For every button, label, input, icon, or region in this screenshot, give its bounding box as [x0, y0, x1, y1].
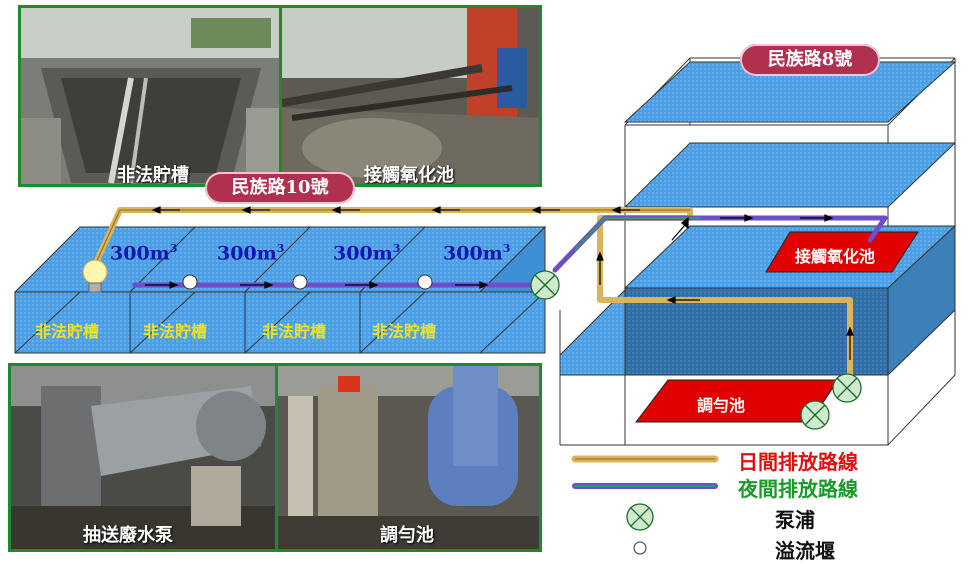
- tank-1-volume: 300m3: [110, 242, 177, 264]
- tank-4-label: 非法貯槽: [372, 318, 436, 342]
- legend-day-label: 日間排放路線: [738, 446, 858, 475]
- tank-4-volume: 300m3: [443, 242, 510, 264]
- tank-2-volume: 300m3: [217, 242, 284, 264]
- legend-weir-label: 溢流堰: [775, 535, 835, 564]
- location-road-10: 民族路10號: [205, 172, 355, 204]
- tank-3-volume: 300m3: [333, 242, 400, 264]
- contact-oxidation-label: 接觸氧化池: [795, 243, 875, 267]
- tank-3-label: 非法貯槽: [262, 318, 326, 342]
- equalization-label: 調勻池: [697, 392, 745, 416]
- location-road-8: 民族路8號: [740, 44, 880, 76]
- legend-night-label: 夜間排放路線: [738, 473, 858, 502]
- building-floor-2: [625, 143, 955, 207]
- tank-2-label: 非法貯槽: [143, 318, 207, 342]
- tank-1-label: 非法貯槽: [35, 318, 99, 342]
- legend-weir-icon: [634, 542, 646, 554]
- legend-pump-icon: [627, 504, 653, 530]
- legend-pump-label: 泵浦: [775, 504, 815, 533]
